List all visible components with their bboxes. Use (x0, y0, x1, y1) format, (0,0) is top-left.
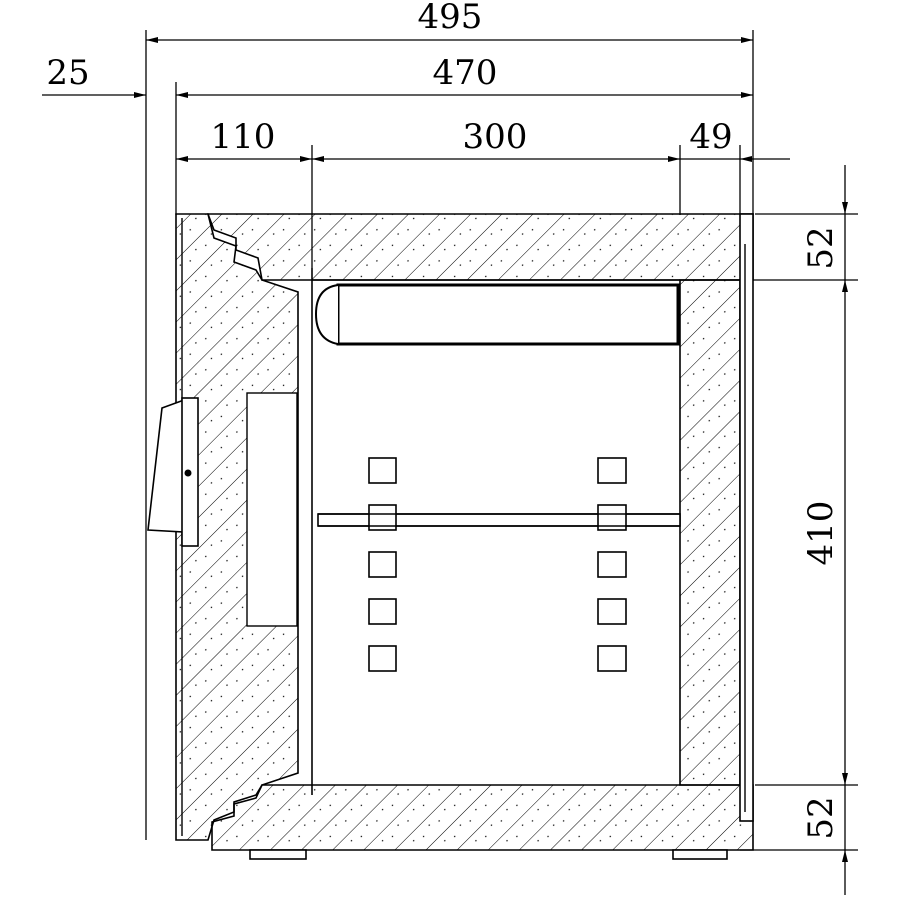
dim-bottom-wall: 52 (801, 796, 841, 839)
door-recess (246, 392, 298, 627)
door-panel (175, 213, 299, 841)
foot-back (672, 849, 728, 860)
dim-door-thickness: 110 (211, 117, 276, 157)
dimension-lines-top (42, 30, 790, 840)
dimension-lines-right (680, 165, 858, 895)
shelf-support-holes-right (597, 457, 627, 672)
door (147, 213, 299, 841)
bottom-wall (211, 784, 754, 851)
dim-top-wall: 52 (801, 226, 841, 269)
top-wall (206, 213, 754, 281)
dim-body-width: 470 (433, 53, 498, 93)
dim-interior-width: 300 (463, 117, 528, 157)
back-outer-sheet (739, 213, 754, 822)
top-tray (314, 283, 680, 346)
foot-front (249, 849, 307, 860)
dim-door-offset: 25 (46, 53, 89, 93)
dim-overall-width: 495 (418, 0, 483, 37)
dim-back-wall: 49 (689, 117, 732, 157)
shelf-support-holes-left (368, 457, 397, 672)
body-walls (206, 213, 754, 851)
back-wall (679, 279, 741, 786)
door-handle-icon (147, 397, 199, 547)
interior (311, 268, 681, 795)
dim-interior-height: 410 (801, 501, 841, 566)
feet (249, 849, 728, 860)
